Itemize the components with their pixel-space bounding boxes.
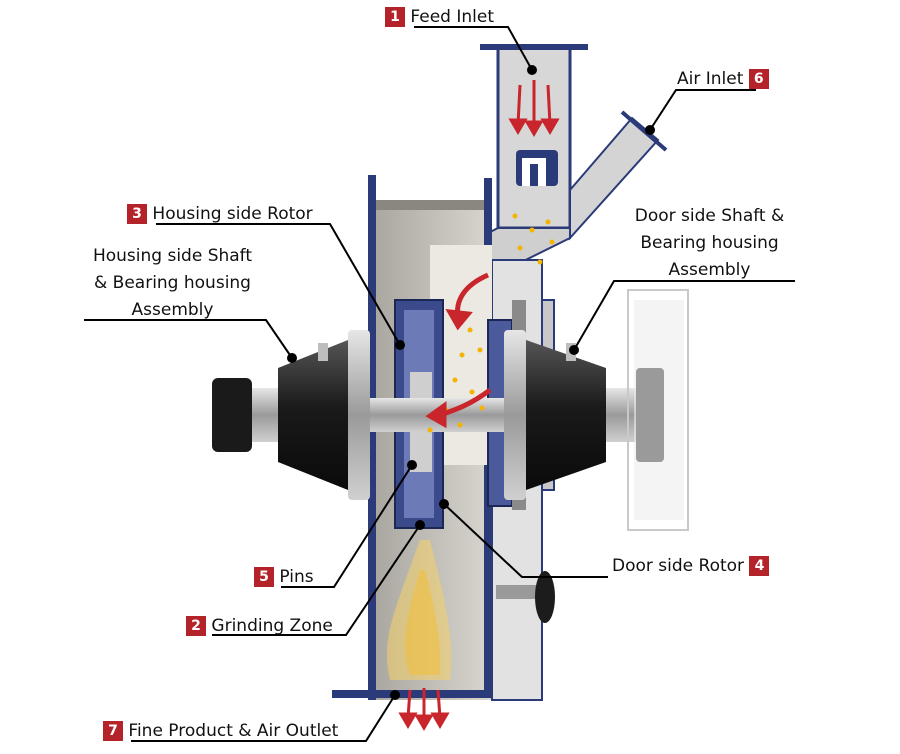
label-air-inlet: Air Inlet 6 (677, 69, 769, 89)
label-housing-shaft-assembly: Housing side Shaft & Bearing housing Ass… (70, 243, 275, 324)
door-side-bearing-assembly (504, 289, 689, 531)
badge-grinding-zone: 2 (186, 616, 206, 636)
feed-flow-arrows (508, 80, 560, 137)
badge-housing-rotor: 3 (127, 204, 147, 224)
door-rotor-text: Door side Rotor (612, 556, 745, 576)
door-shaft-line2: Bearing housing (640, 233, 779, 253)
leader-lines (84, 26, 795, 742)
door-shaft-line1: Door side Shaft & (634, 206, 785, 226)
housing-shaft-line2: & Bearing housing (94, 273, 251, 293)
label-grinding-zone: 2 Grinding Zone (186, 616, 333, 636)
air-inlet-pipe (569, 110, 668, 241)
grinding-zone-text: Grinding Zone (211, 616, 333, 636)
badge-pins: 5 (254, 567, 274, 587)
label-outlet: 7 Fine Product & Air Outlet (103, 721, 338, 741)
feed-particles (427, 213, 555, 433)
feed-inlet-text: Feed Inlet (410, 7, 495, 27)
outlet-text: Fine Product & Air Outlet (128, 721, 339, 741)
badge-outlet: 7 (103, 721, 123, 741)
pins-text: Pins (279, 567, 314, 587)
housing-rotor-text: Housing side Rotor (152, 204, 313, 224)
label-door-rotor: Door side Rotor 4 (612, 556, 770, 576)
internal-flow-arrows (425, 272, 492, 429)
label-pins: 5 Pins (254, 567, 314, 587)
door-shaft-line3: Assembly (668, 260, 751, 280)
badge-air-inlet: 6 (748, 69, 769, 89)
leader-dots (287, 65, 655, 700)
housing-shaft-line1: Housing side Shaft (92, 246, 253, 266)
badge-feed-inlet: 1 (385, 7, 405, 27)
door-clamp-handle (496, 571, 555, 623)
air-inlet-text: Air Inlet (677, 69, 744, 89)
housing-shaft-line3: Assembly (131, 300, 214, 320)
label-door-shaft-assembly: Door side Shaft & Bearing housing Assemb… (612, 203, 807, 284)
label-housing-rotor: 3 Housing side Rotor (127, 204, 313, 224)
company-logo-icon (516, 150, 558, 186)
fine-product-cloud (386, 540, 452, 680)
label-feed-inlet: 1 Feed Inlet (385, 7, 494, 27)
outlet-flow-arrows (398, 688, 450, 731)
housing-side-bearing-assembly (212, 330, 370, 500)
badge-door-rotor: 4 (749, 556, 770, 576)
